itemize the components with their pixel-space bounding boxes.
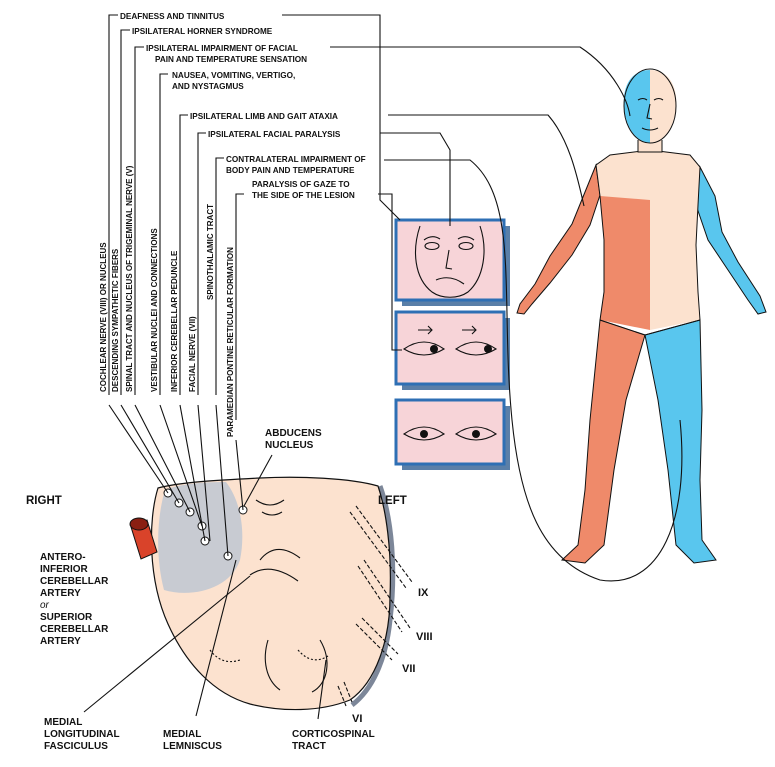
corticospinal-label: CORTICOSPINAL TRACT — [292, 729, 375, 752]
body-figure-icon — [516, 68, 767, 564]
symptom-gaze-line1: PARALYSIS OF GAZE TO — [252, 180, 350, 189]
nerve-vii-label: VII — [402, 663, 415, 675]
facial-paralysis-panel — [394, 218, 510, 306]
svg-text:FASCICULUS: FASCICULUS — [44, 741, 108, 752]
artery-icon — [129, 517, 158, 560]
svg-text:MEDIAL: MEDIAL — [44, 717, 82, 728]
svg-text:LONGITUDINAL: LONGITUDINAL — [44, 729, 120, 740]
structure-inferior-peduncle: INFERIOR CEREBELLAR PEDUNCLE — [170, 250, 179, 392]
symptom-ataxia: IPSILATERAL LIMB AND GAIT ATAXIA — [190, 112, 338, 121]
structure-labels: COCHLEAR NERVE (VIII) OR NUCLEUS DESCEND… — [99, 165, 235, 437]
svg-text:ARTERY: ARTERY — [40, 588, 81, 599]
facial-paralysis-face-icon — [415, 225, 485, 298]
svg-text:ANTERO-: ANTERO- — [40, 552, 86, 563]
nerve-ix-label: IX — [418, 587, 429, 599]
structure-spinothalamic: SPINOTHALAMIC TRACT — [206, 204, 215, 300]
neutral-eyes-icon — [402, 426, 498, 441]
pons-section-icon — [150, 476, 413, 711]
symptom-labels: DEAFNESS AND TINNITUS IPSILATERAL HORNER… — [120, 12, 366, 200]
structure-facial-nerve: FACIAL NERVE (VII) — [188, 316, 197, 392]
nerve-vi-label: VI — [352, 713, 362, 725]
svg-text:SUPERIOR: SUPERIOR — [40, 612, 93, 623]
gaze-panel — [394, 310, 510, 390]
gaze-eyes-icon — [402, 325, 498, 356]
svg-text:TRACT: TRACT — [292, 741, 326, 752]
abducens-label-line2: NUCLEUS — [265, 440, 314, 451]
structure-cochlear: COCHLEAR NERVE (VIII) OR NUCLEUS — [99, 242, 108, 392]
svg-text:INFERIOR: INFERIOR — [40, 564, 89, 575]
structure-vestibular: VESTIBULAR NUCLEI AND CONNECTIONS — [150, 228, 159, 392]
symptom-gaze-line2: THE SIDE OF THE LESION — [252, 191, 355, 200]
svg-text:MEDIAL: MEDIAL — [163, 729, 201, 740]
structure-pprf: PARAMEDIAN PONTINE RETICULAR FORMATION — [226, 247, 235, 437]
mlf-label: MEDIAL LONGITUDINAL FASCICULUS — [44, 717, 120, 752]
abducens-label-line1: ABDUCENS — [265, 428, 322, 439]
symptom-nausea-line1: NAUSEA, VOMITING, VERTIGO, — [172, 71, 295, 80]
symptom-body-pain-line1: CONTRALATERAL IMPAIRMENT OF — [226, 155, 366, 164]
medial-lemniscus-label: MEDIAL LEMNISCUS — [163, 729, 222, 752]
svg-text:CORTICOSPINAL: CORTICOSPINAL — [292, 729, 375, 740]
symptom-facial-sensation-line1: IPSILATERAL IMPAIRMENT OF FACIAL — [146, 44, 298, 53]
artery-label: ANTERO- INFERIOR CEREBELLAR ARTERY or SU… — [40, 552, 109, 647]
svg-text:or: or — [40, 600, 50, 611]
symptom-facial-sensation-line2: PAIN AND TEMPERATURE SENSATION — [155, 55, 307, 64]
svg-text:ARTERY: ARTERY — [40, 636, 81, 647]
structure-trigeminal: SPINAL TRACT AND NUCLEUS OF TRIGEMINAL N… — [125, 165, 134, 392]
symptom-body-pain-line2: BODY PAIN AND TEMPERATURE — [226, 166, 355, 175]
svg-text:LEMNISCUS: LEMNISCUS — [163, 741, 222, 752]
symptom-horner: IPSILATERAL HORNER SYNDROME — [132, 27, 273, 36]
symptom-deafness: DEAFNESS AND TINNITUS — [120, 12, 225, 21]
neutral-eyes-panel — [394, 398, 510, 470]
svg-text:CEREBELLAR: CEREBELLAR — [40, 576, 109, 587]
structure-sympathetic: DESCENDING SYMPATHETIC FIBERS — [111, 248, 120, 392]
nerve-viii-label: VIII — [416, 631, 433, 643]
symptom-nausea-line2: AND NYSTAGMUS — [172, 82, 244, 91]
side-left-label: LEFT — [378, 495, 407, 507]
leader-lines — [83, 14, 683, 720]
svg-text:CEREBELLAR: CEREBELLAR — [40, 624, 109, 635]
symptom-facial-paralysis: IPSILATERAL FACIAL PARALYSIS — [208, 130, 341, 139]
side-right-label: RIGHT — [26, 495, 62, 507]
